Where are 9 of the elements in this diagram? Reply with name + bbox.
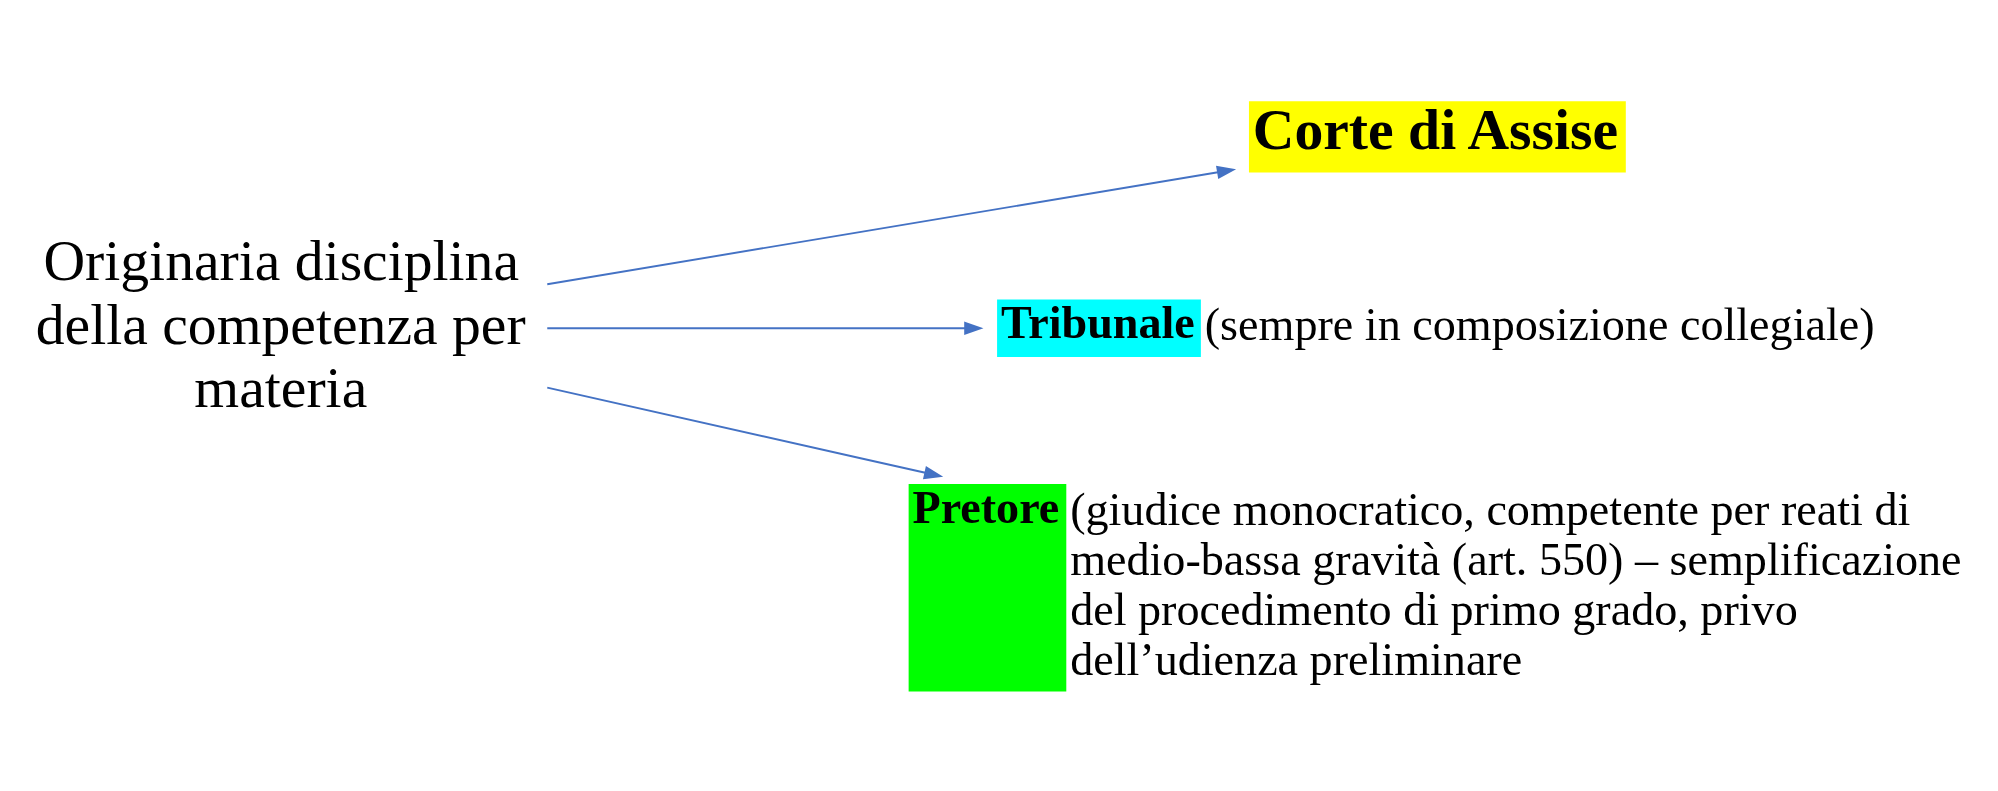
node-label: (sempre in composizione collegiale)	[1204, 298, 1875, 350]
node-box: Pretore	[908, 483, 1067, 692]
arrow	[546, 321, 984, 335]
node-label: (giudice monocratico, competente per reati di medio-bassa gravità (art. 550) – semplificazione del procedimento di primo grado, privo dell’udienza preliminare	[1070, 483, 1962, 685]
node-box: Tribunale	[997, 298, 1201, 357]
node-text: Originaria disciplina della competenza per materia	[35, 228, 526, 419]
arrow	[546, 165, 1237, 285]
node-box: Corte di Assise	[1248, 100, 1626, 172]
arrow	[546, 386, 944, 479]
